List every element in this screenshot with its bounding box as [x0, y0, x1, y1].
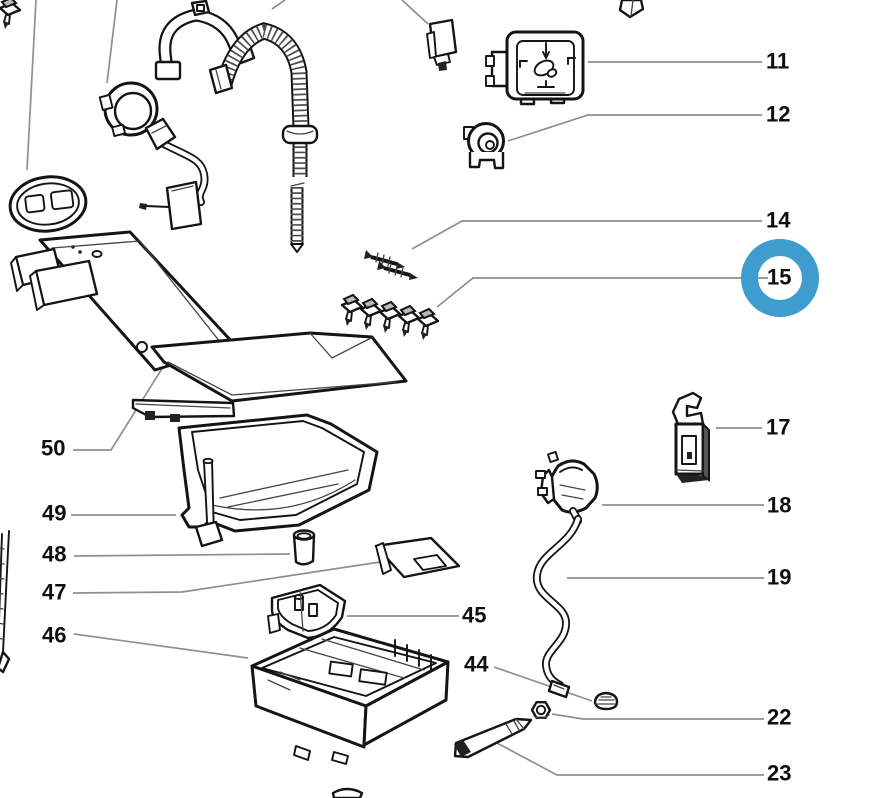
- dosing-cup: [292, 529, 316, 566]
- dispenser-drawer: [177, 413, 379, 548]
- leader-48: [73, 553, 291, 557]
- pressure-switch: [485, 30, 585, 106]
- mains-plug: [535, 451, 599, 525]
- callout-15[interactable]: 15: [767, 264, 792, 290]
- terminal-block-strip: [0, 0, 440, 342]
- door-interlock-box: [426, 18, 458, 71]
- applicator-stick: [453, 717, 533, 759]
- bracket-tab-top: [618, 0, 645, 19]
- panel-strip-left: [0, 530, 11, 674]
- callout-12[interactable]: 12: [766, 101, 791, 127]
- leader-15: [436, 277, 768, 308]
- callout-49[interactable]: 49: [42, 500, 67, 526]
- callout-14[interactable]: 14: [766, 207, 791, 233]
- callout-19[interactable]: 19: [767, 564, 792, 590]
- leader-top-hose: [271, 0, 286, 10]
- hose-clip: [593, 691, 619, 711]
- callout-18[interactable]: 18: [767, 492, 792, 518]
- grommet-seal: [8, 175, 88, 233]
- drawer-flap: [374, 536, 461, 579]
- leader-23: [496, 742, 764, 776]
- drain-hose: [208, 22, 319, 253]
- callout-47[interactable]: 47: [42, 579, 67, 605]
- callout-48[interactable]: 48: [42, 541, 67, 567]
- hex-nut: [530, 701, 552, 719]
- knob-bracket: [463, 122, 505, 170]
- callout-22[interactable]: 22: [767, 704, 792, 730]
- leader-46: [73, 633, 249, 659]
- callout-23[interactable]: 23: [767, 760, 792, 786]
- console-support-panel: [10, 230, 408, 422]
- leader-44: [493, 666, 593, 702]
- callout-11[interactable]: 11: [766, 48, 790, 74]
- callout-45[interactable]: 45: [462, 602, 487, 628]
- power-cable: [532, 515, 582, 699]
- power-cord-plug: [98, 81, 209, 231]
- callout-50[interactable]: 50: [41, 435, 66, 461]
- part-bottom-edge: [331, 787, 364, 798]
- callout-44[interactable]: 44: [464, 651, 489, 677]
- callout-17[interactable]: 17: [766, 414, 791, 440]
- leader-top-box: [401, 0, 429, 25]
- leader-50: [73, 366, 164, 451]
- leader-47: [72, 561, 381, 594]
- mounting-bracket: [671, 391, 710, 483]
- leader-lines: [26, 0, 768, 776]
- callout-46[interactable]: 46: [42, 622, 67, 648]
- leader-14: [411, 220, 762, 250]
- leader-22: [551, 713, 764, 720]
- leader-top-plug: [106, 0, 118, 84]
- dispenser-housing: [250, 627, 450, 765]
- terminal-screws: [364, 250, 418, 280]
- leader-top-grommet: [26, 0, 37, 171]
- siphon-tray: [267, 583, 347, 640]
- leader-12: [507, 114, 762, 142]
